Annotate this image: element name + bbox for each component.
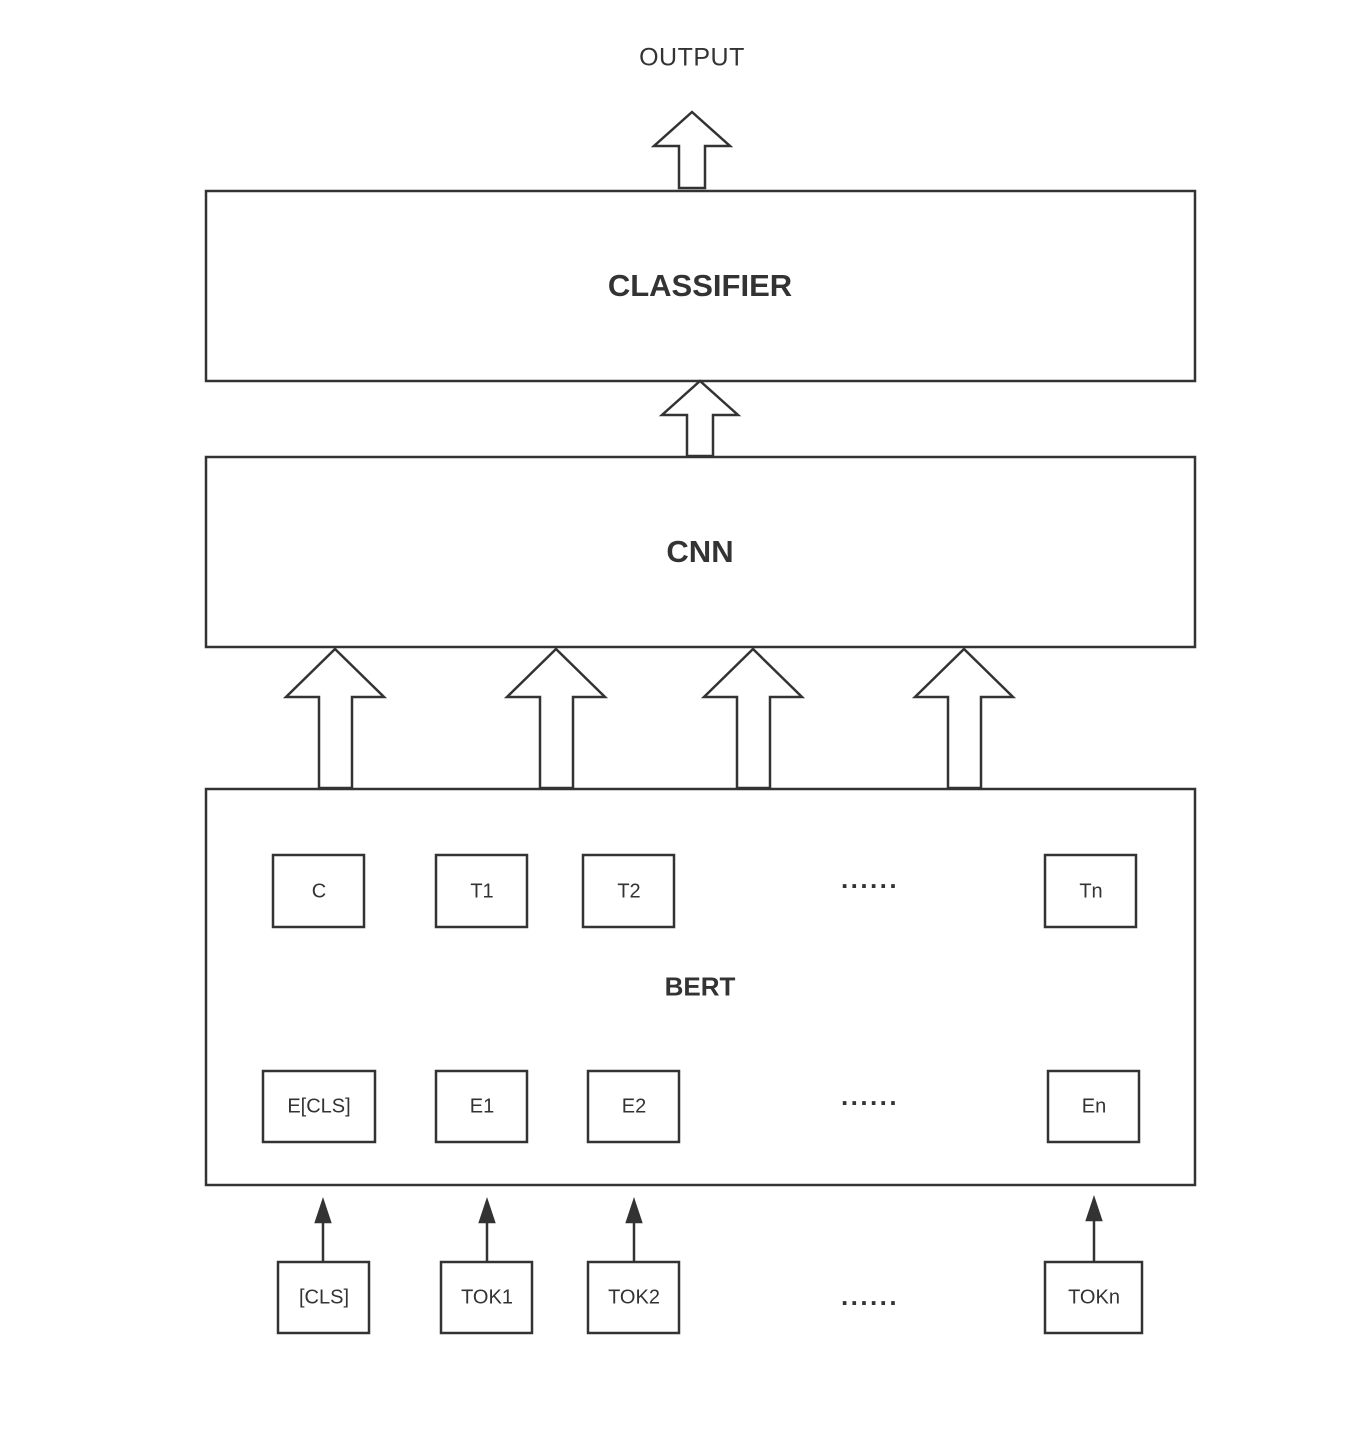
bert-output-label: T2 <box>617 880 641 903</box>
input-token-ellipsis: ······ <box>841 1287 899 1318</box>
bert-output-cell-t2 <box>581 853 676 929</box>
bert-embedding-label: E1 <box>469 1095 495 1118</box>
input-token-label: TOK2 <box>608 1286 660 1309</box>
input-token-cell-cls <box>276 1260 371 1335</box>
cnn-box <box>204 455 1197 649</box>
bert-output-cell-t1 <box>434 853 529 929</box>
bert-embedding-label: En <box>1081 1095 1107 1118</box>
classifier-label: CLASSIFIER <box>607 268 793 303</box>
bert-embedding-cell-e2 <box>586 1069 681 1144</box>
bert-to-cnn-arrow-3 <box>700 647 806 790</box>
cnn-to-classifier-arrow <box>658 379 742 458</box>
bert-output-label: T1 <box>470 880 494 903</box>
bert-to-cnn-arrow-4 <box>911 647 1017 790</box>
input-token-label: [CLS] <box>298 1286 350 1309</box>
output-up-arrow <box>650 110 734 190</box>
bert-embedding-ellipsis: ······ <box>841 1087 899 1118</box>
input-token-cell-tok2 <box>586 1260 681 1335</box>
input-arrowhead-2 <box>478 1197 496 1224</box>
bert-embedding-cell-e1 <box>434 1069 529 1144</box>
bert-embedding-label: E[CLS] <box>287 1095 351 1118</box>
classifier-box <box>204 189 1197 383</box>
bert-embedding-cell-ecls <box>261 1069 377 1144</box>
output-label: OUTPUT <box>639 43 745 72</box>
bert-output-label: C <box>311 880 327 903</box>
bert-output-cell-c <box>271 853 366 929</box>
bert-to-cnn-arrow-2 <box>503 647 609 790</box>
bert-output-cell-tn <box>1043 853 1138 929</box>
bert-embedding-cell-en <box>1046 1069 1141 1144</box>
bert-embedding-label: E2 <box>621 1095 647 1118</box>
input-token-label: TOK1 <box>461 1286 513 1309</box>
cnn-label: CNN <box>666 534 734 569</box>
bert-output-label: Tn <box>1079 880 1103 903</box>
bert-output-ellipsis: ······ <box>841 870 899 901</box>
bert-to-cnn-arrow-1 <box>282 647 388 790</box>
input-token-label: TOKn <box>1068 1286 1120 1309</box>
input-arrowhead-4 <box>1085 1195 1103 1222</box>
input-token-cell-tok1 <box>439 1260 534 1335</box>
input-arrowhead-1 <box>314 1197 332 1224</box>
input-arrowhead-3 <box>625 1197 643 1224</box>
bert-label: BERT <box>664 971 736 1002</box>
input-token-cell-tokn <box>1043 1260 1144 1335</box>
